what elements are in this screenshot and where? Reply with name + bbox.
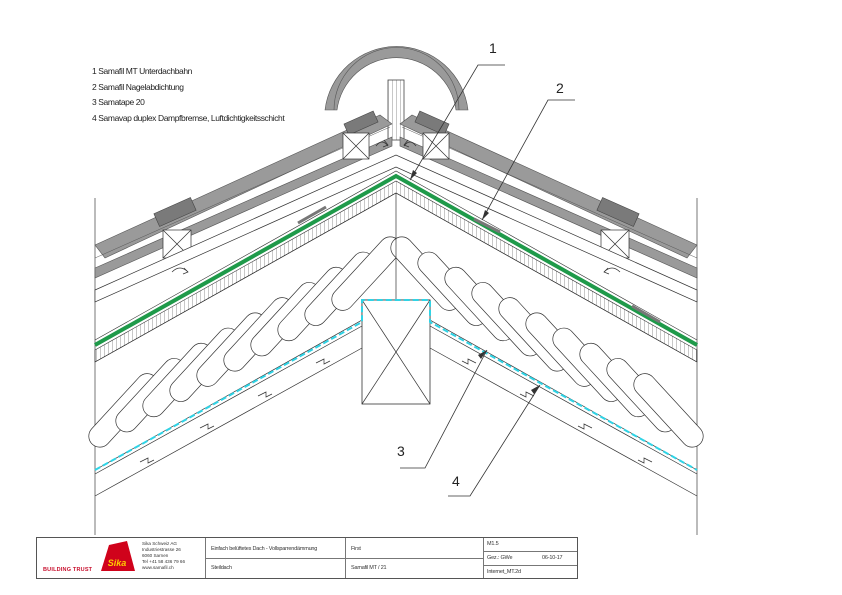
insulation-roll [633, 373, 704, 448]
title-block: Sika BUILDING TRUST Sika Schweiz AG Indu… [36, 537, 578, 579]
drawing-date: 06-10-17 [542, 555, 563, 561]
ceiling-lining [94, 325, 698, 497]
brand-slogan: BUILDING TRUST [43, 567, 93, 573]
legend: 1 Samafil MT Unterdachbahn 2 Samafil Nag… [92, 64, 285, 126]
insulation-rolls-left [88, 236, 402, 448]
drawn-by: Gez.: GWe [487, 555, 513, 561]
airflow-arrows [171, 139, 621, 275]
roof-description: Einfach belüftetes Dach - Vollsparrendäm… [211, 546, 318, 552]
ridge-beam [361, 193, 431, 405]
ridge-batten [387, 79, 405, 141]
product-name: Samafil MT / 21 [351, 565, 387, 571]
underlay-board [94, 154, 698, 303]
lining-clips [139, 358, 653, 464]
legend-item: 4 Samavap duplex Dampfbremse, Luftdichti… [92, 112, 285, 123]
insulation-rolls-right [390, 236, 704, 448]
ridge-cap-tile [324, 46, 469, 111]
file-name: Internet_MT.2d [487, 569, 521, 575]
legend-item: 2 Samafil Nagelabdichtung [92, 81, 184, 92]
cyan-vapour-barrier [94, 299, 698, 471]
legend-item: 1 Samafil MT Unterdachbahn [92, 66, 193, 76]
legend-item: 3 Samatape 20 [92, 97, 145, 107]
callout-3: 3 [397, 443, 405, 459]
sika-logo: Sika [101, 541, 135, 571]
callout-4: 4 [452, 473, 460, 489]
logo-text: Sika [108, 558, 127, 568]
company-address: Sika Schweiz AG Industriestrasse 26 6060… [142, 541, 186, 570]
green-underlay-membrane [94, 173, 698, 347]
roof-type: Steildach [211, 565, 232, 571]
leader-arrows [410, 170, 540, 394]
callout-1: 1 [489, 40, 497, 56]
nail-seal-patches [297, 205, 661, 324]
callout-2: 2 [556, 80, 564, 96]
leader-lines [400, 64, 575, 497]
detail-name: First [351, 546, 361, 552]
drawing-code: M1.5 [487, 541, 499, 547]
